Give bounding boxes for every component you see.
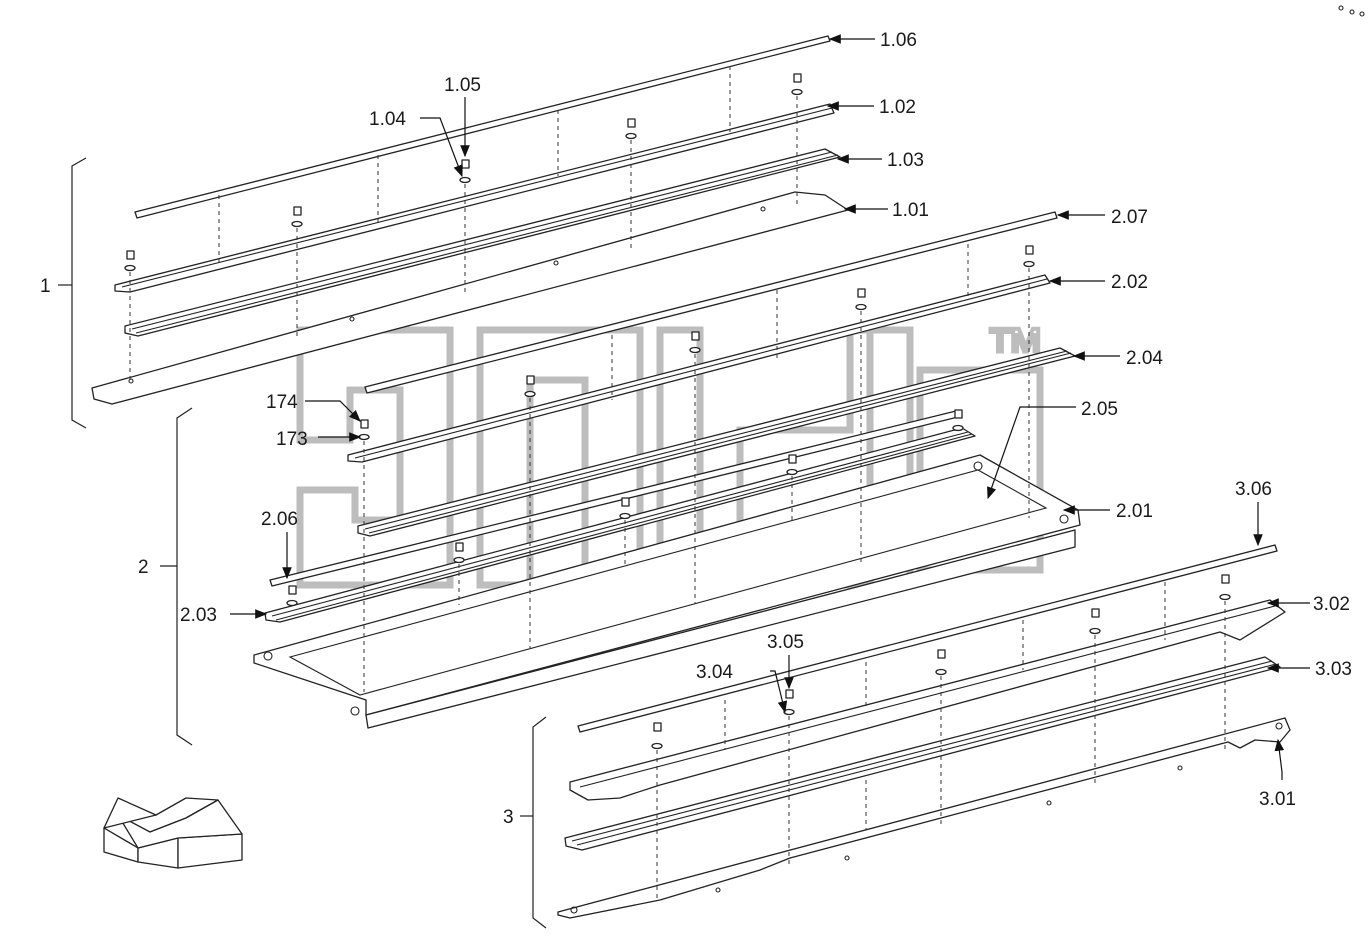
- callout-174: 174: [266, 392, 298, 413]
- callout-2-01: 2.01: [1116, 501, 1153, 522]
- group-label-1: 1: [40, 276, 51, 297]
- callout-1-05: 1.05: [444, 75, 481, 96]
- callout-3-03: 3.03: [1315, 659, 1352, 680]
- callout-1-01: 1.01: [892, 200, 929, 221]
- part-1-06: [134, 35, 831, 219]
- callout-173: 173: [276, 429, 308, 450]
- part-3-06: [577, 544, 1278, 733]
- group-2-screws: [286, 245, 1035, 607]
- callout-3-06: 3.06: [1235, 479, 1272, 500]
- group-label-2: 2: [138, 557, 149, 578]
- part-2-03: [264, 427, 976, 623]
- part-2-04: [357, 347, 1076, 537]
- direction-arrow-icon: [103, 797, 243, 869]
- callout-2-06: 2.06: [261, 509, 298, 530]
- callout-1-03: 1.03: [887, 150, 924, 171]
- callout-3-01: 3.01: [1259, 789, 1296, 810]
- callout-3-04: 3.04: [696, 662, 733, 683]
- callout-2-05: 2.05: [1081, 399, 1118, 420]
- group-2-parts: [253, 211, 1081, 729]
- corner-mark: [1338, 5, 1365, 17]
- callout-2-03: 2.03: [180, 605, 217, 626]
- callout-leaders: [230, 34, 1310, 780]
- callout-1-02: 1.02: [879, 97, 916, 118]
- callout-2-04: 2.04: [1126, 348, 1163, 369]
- group-3-screws: [651, 574, 1231, 750]
- callout-1-04: 1.04: [369, 109, 406, 130]
- callout-3-02: 3.02: [1313, 594, 1350, 615]
- callout-2-07: 2.07: [1111, 207, 1148, 228]
- group-label-3: 3: [503, 807, 514, 828]
- group-1-screws: [124, 73, 803, 272]
- group-1-parts: [91, 35, 849, 405]
- group-3-parts: [557, 544, 1291, 919]
- callout-2-02: 2.02: [1111, 272, 1148, 293]
- callout-1-06: 1.06: [880, 30, 917, 51]
- callout-labels: 1.06 1.05 1.04 1.02 1.03 1.01 2.07 2.02 …: [180, 30, 1352, 810]
- callout-3-05: 3.05: [767, 632, 804, 653]
- part-2-01: [253, 454, 1081, 716]
- group-brackets: [58, 157, 547, 929]
- part-1-03: [124, 148, 841, 337]
- part-3-01: [557, 717, 1291, 919]
